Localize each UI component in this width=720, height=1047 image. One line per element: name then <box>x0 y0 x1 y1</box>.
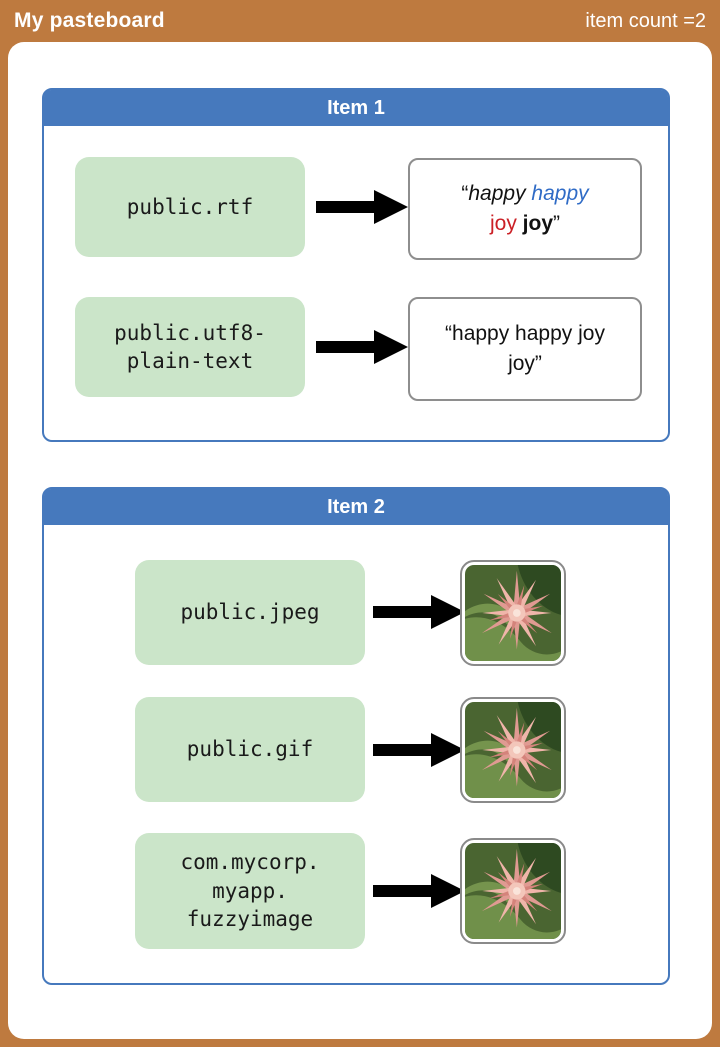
header-bar: My pasteboard item count =2 <box>0 0 720 42</box>
image-preview <box>460 838 566 944</box>
word-happy-italic: happy <box>468 182 526 205</box>
word-joy-red: joy <box>489 212 517 235</box>
type-label-custom-fuzzyimage: com.mycorp. myapp. fuzzyimage <box>135 833 365 949</box>
plain-text-preview: “happy happy joy joy” <box>408 297 642 401</box>
close-quote: ” <box>553 212 561 235</box>
item-2-card: Item 2 public.jpeg public.gif com.mycorp… <box>42 487 670 985</box>
page-title: My pasteboard <box>14 9 165 32</box>
item-1-card: Item 1 public.rtf “happy happy joy joy” … <box>42 88 670 442</box>
arrow-icon <box>373 595 465 629</box>
item-1-title: Item 1 <box>44 90 668 126</box>
item-2-title: Item 2 <box>44 489 668 525</box>
rich-text-line-1: “happy happy <box>461 179 588 209</box>
flower-photo-thumbnail-icon <box>465 565 561 661</box>
type-label-public-gif: public.gif <box>135 697 365 802</box>
arrow-icon <box>316 190 408 224</box>
plain-text-content: “happy happy joy joy” <box>445 322 605 375</box>
word-joy-bold: joy <box>522 212 554 235</box>
word-happy-italic-blue: happy <box>531 182 589 205</box>
image-preview <box>460 560 566 666</box>
image-preview <box>460 697 566 803</box>
rich-text-preview: “happy happy joy joy” <box>408 158 642 260</box>
type-label-public-rtf: public.rtf <box>75 157 305 257</box>
flower-photo-thumbnail-icon <box>465 702 561 798</box>
open-quote: “ <box>461 182 469 205</box>
type-label-public-utf8-plain-text: public.utf8- plain-text <box>75 297 305 397</box>
arrow-icon <box>373 733 465 767</box>
item-count-label: item count =2 <box>585 9 706 32</box>
type-label-public-jpeg: public.jpeg <box>135 560 365 665</box>
flower-photo-thumbnail-icon <box>465 843 561 939</box>
arrow-icon <box>316 330 408 364</box>
rich-text-line-2: joy joy” <box>490 209 560 239</box>
pasteboard-panel: Item 1 public.rtf “happy happy joy joy” … <box>8 42 712 1039</box>
arrow-icon <box>373 874 465 908</box>
